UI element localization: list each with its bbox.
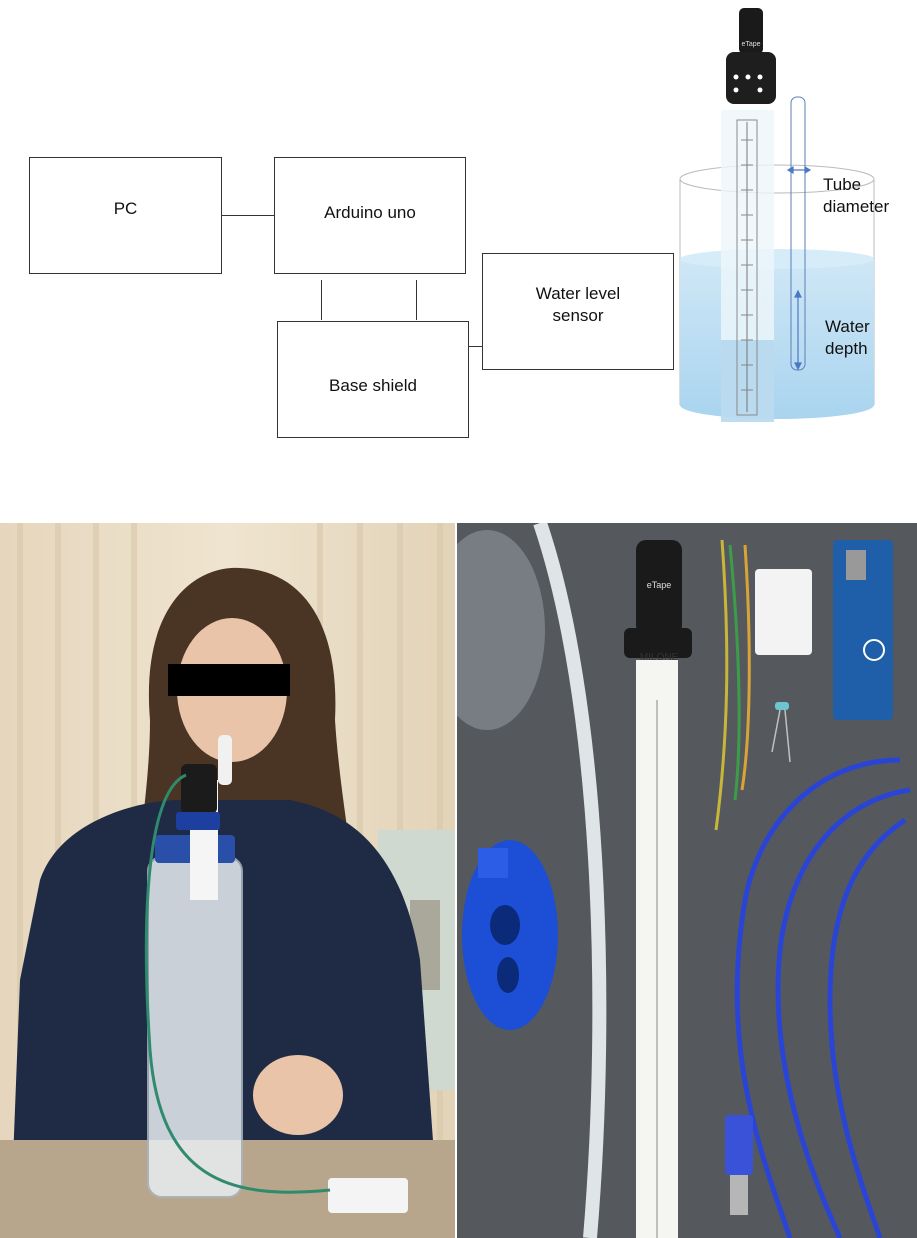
photo-sensor-brand: eTape: [647, 580, 672, 590]
pc-arduino-connector: [222, 215, 275, 217]
arduino-label: Arduino uno: [324, 203, 416, 222]
photo-sensor-label: MILONE: [640, 652, 679, 663]
container-illustration: eTape: [679, 8, 875, 422]
photo-components-layout: MILONE eTape: [457, 523, 917, 1238]
photo-divider: [455, 523, 457, 1238]
pc-block: PC: [29, 157, 222, 274]
water-annotation-line1: Water: [825, 317, 870, 336]
water-depth-arrow: [794, 289, 802, 371]
sensor-label-line2: sensor: [552, 306, 604, 325]
shield-sensor-connector: [469, 346, 483, 348]
tube-annotation-line2: diameter: [823, 197, 890, 216]
arduino-block: Arduino uno: [274, 157, 466, 274]
water-annotation-line2: depth: [825, 339, 868, 358]
pc-label: PC: [113, 199, 138, 218]
shield-label: Base shield: [329, 376, 417, 395]
shield-block: Base shield: [277, 321, 469, 438]
arduino-shield-connector-right: [416, 280, 418, 320]
etape-sensor-head: eTape: [726, 8, 776, 104]
sensor-block: Water level sensor: [482, 253, 674, 370]
sensor-brand-text: eTape: [741, 41, 760, 48]
arduino-shield-connector-left: [321, 280, 323, 320]
tube-diameter-arrow: [786, 165, 812, 175]
sensor-label-line1: Water level: [535, 284, 621, 303]
tube-annotation-line1: Tube: [823, 175, 862, 194]
etape-sensor-strip: [721, 110, 774, 422]
